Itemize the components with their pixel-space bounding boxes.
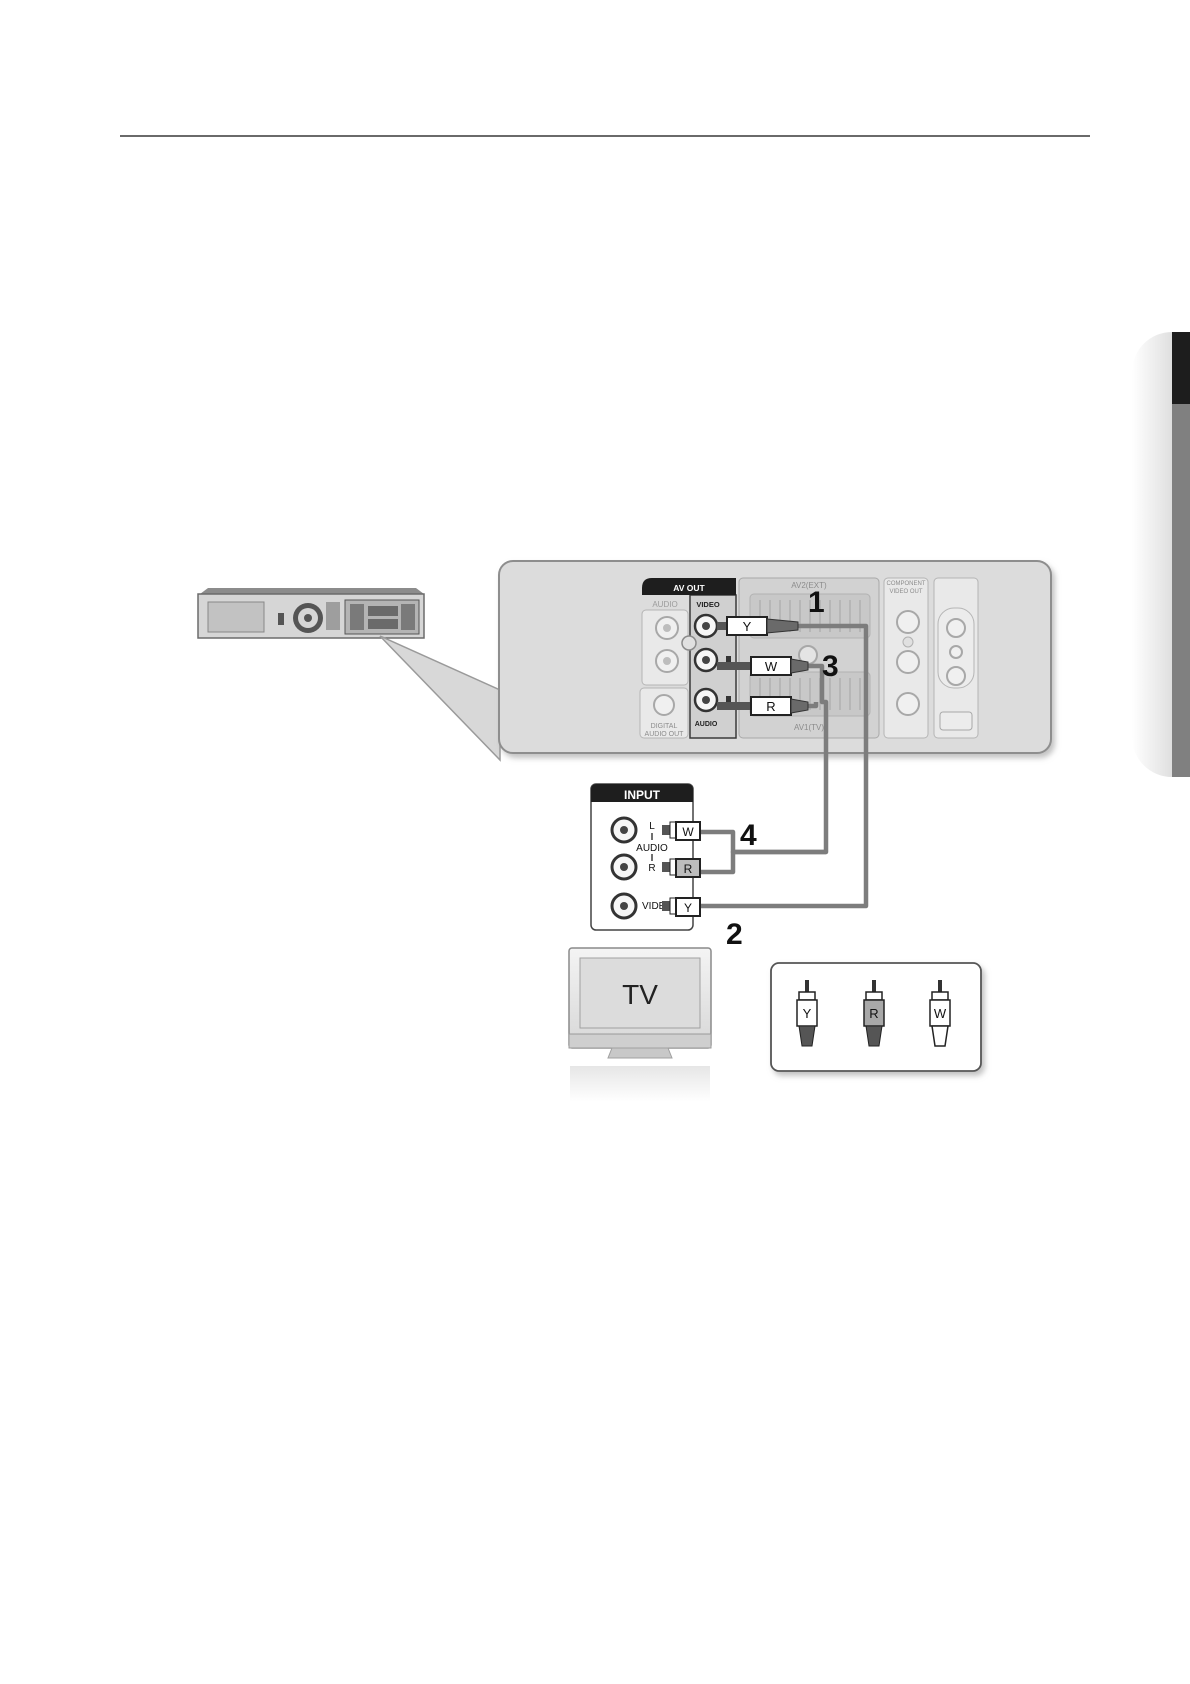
digital-audio-out-label-1: DIGITAL [651,723,678,730]
panel-plugs: Y W R [717,616,809,716]
component-label-2: VIDEO OUT [889,589,922,595]
tv-plug-r-label: R [684,862,693,876]
audio-l-cable [700,663,829,855]
legend-y-label: Y [803,1006,812,1021]
component-label-1: COMPONENT [887,581,926,587]
av-cables [690,623,869,909]
tv-label: TV [622,979,658,1010]
av-out-label: AV OUT [673,583,705,593]
tv-set: TV [568,947,712,1102]
input-r-label: R [648,863,655,874]
header-rule [120,135,1090,137]
step-3: 3 [822,650,839,683]
tv-plug-y-label: Y [684,901,692,915]
step-2: 2 [726,918,743,951]
tv-plugs: W R Y [662,821,701,917]
legend-plug-y: Y [796,980,818,1047]
chapter-marker-active [1172,332,1190,404]
input-l-label: L [649,821,655,832]
av1-tv-label: AV1(TV) [794,723,824,732]
dvd-recorder [197,588,425,639]
av-out-video-label: VIDEO [696,600,720,609]
input-audio-label: AUDIO [636,843,668,854]
input-title: INPUT [624,788,661,802]
audio-left-label: AUDIO [652,600,677,609]
legend-w-label: W [934,1006,947,1021]
panel-plug-r-label: R [766,699,775,714]
step-4: 4 [740,819,757,852]
av2-ext-label: AV2(EXT) [791,581,827,590]
step-1: 1 [808,586,825,619]
chapter-marker-track [1172,404,1190,777]
tv-reflection [570,1066,710,1102]
tv-input-panel: INPUT L AUDIO R VIDEO [590,783,694,931]
zoom-callout [379,635,501,762]
input-video-label: VIDEO [642,901,673,912]
video-cable [690,623,869,909]
panel-plug-w-label: W [765,659,778,674]
tv-plug-w-label: W [682,825,694,839]
av-out-audio-label: AUDIO [695,721,718,728]
digital-audio-out-label-2: AUDIO OUT [645,731,685,738]
cable-legend: Y R W [770,962,982,1072]
panel-plug-y-label: Y [743,619,752,634]
legend-r-label: R [869,1006,878,1021]
legend-plug-w: W [929,980,951,1047]
legend-plug-r: R [863,980,885,1047]
